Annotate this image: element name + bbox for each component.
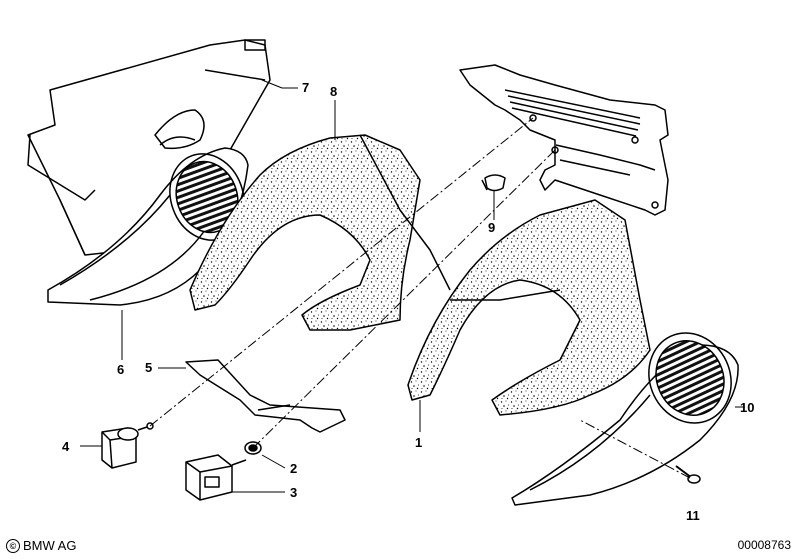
part-7-cover-panel xyxy=(27,39,271,256)
callout-10: 10 xyxy=(740,400,754,415)
part-6-left-speaker-cover xyxy=(47,147,249,306)
callout-3: 3 xyxy=(290,485,297,500)
part-4-connector xyxy=(101,422,154,469)
assembly-lines xyxy=(149,117,691,479)
copyright-icon: © xyxy=(6,538,20,553)
callout-11: 11 xyxy=(686,508,700,523)
part-10-right-speaker-cover xyxy=(511,332,739,506)
diagram-number: 00008763 xyxy=(737,538,791,552)
part-11-screw xyxy=(675,465,701,484)
callout-4: 4 xyxy=(62,439,70,454)
callout-6: 6 xyxy=(117,362,124,377)
part-9-bracket xyxy=(459,64,669,216)
part-1-right-foam-carrier xyxy=(407,199,651,416)
callout-9: 9 xyxy=(488,220,495,235)
callout-1: 1 xyxy=(415,435,422,450)
copyright-notice: © BMW AG xyxy=(6,538,76,553)
part-3-connector xyxy=(185,454,247,501)
callout-7: 7 xyxy=(302,80,309,95)
part-5-mounting-plate xyxy=(185,359,346,433)
brand-label: BMW AG xyxy=(23,538,77,553)
callout-8: 8 xyxy=(330,84,337,99)
callout-2: 2 xyxy=(290,461,297,476)
part-8-left-foam-carrier xyxy=(189,134,451,331)
leader-lines xyxy=(80,79,745,493)
callout-5: 5 xyxy=(145,360,152,375)
